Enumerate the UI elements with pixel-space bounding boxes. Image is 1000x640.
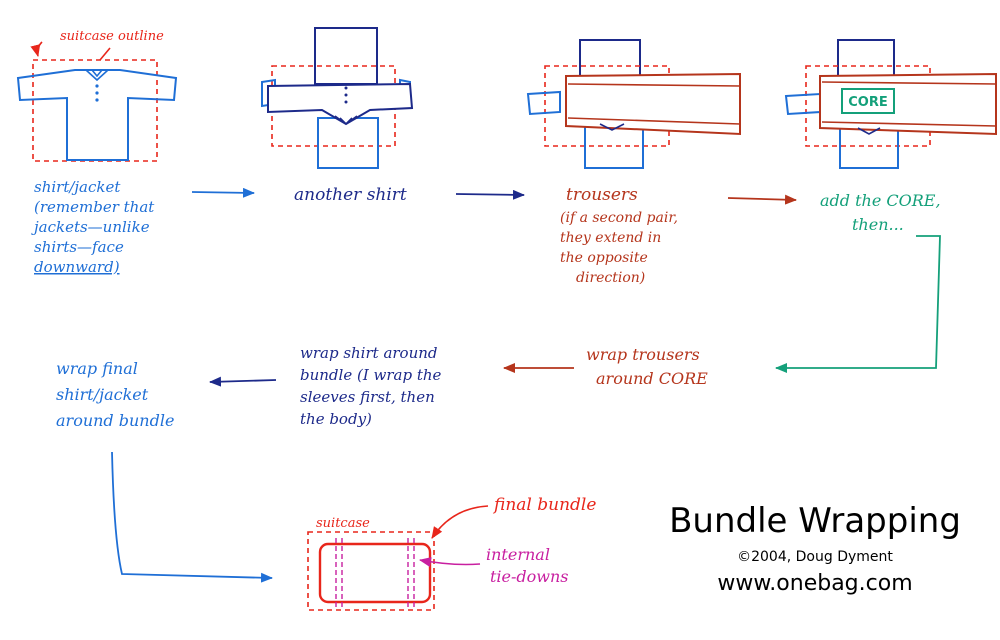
stage-4-core-illustration: CORE bbox=[784, 39, 997, 169]
copyright-text: ©2004, Doug Dyment bbox=[737, 549, 893, 565]
suitcase-label: suitcase bbox=[316, 516, 370, 531]
shirt-icon bbox=[16, 69, 178, 161]
suitcase-outline-pointer bbox=[30, 41, 43, 57]
website-link[interactable]: www.onebag.com bbox=[717, 571, 912, 596]
step-another-shirt-text: another shirt bbox=[294, 185, 407, 205]
suitcase-outline bbox=[307, 531, 435, 611]
suitcase-outline bbox=[32, 59, 158, 162]
step-add-core-text: add the CORE, then... bbox=[820, 191, 946, 234]
tie-down-right bbox=[407, 538, 415, 608]
page-title: Bundle Wrapping bbox=[669, 501, 961, 541]
shirt-icon bbox=[267, 82, 414, 126]
arrow-wrap-final-to-bundle bbox=[111, 451, 273, 583]
final-bundle-box bbox=[318, 542, 432, 604]
shirt-collar-icon bbox=[85, 69, 109, 82]
trousers-icon bbox=[565, 72, 741, 136]
core-box bbox=[841, 88, 895, 114]
stage-2-another-shirt-illustration bbox=[261, 27, 414, 169]
arrow-core-to-wrap-trousers bbox=[775, 235, 941, 373]
final-bundle-illustration: suitcase bbox=[307, 516, 435, 611]
arrow-another-to-trousers bbox=[455, 189, 525, 200]
core-box-label: CORE bbox=[848, 95, 887, 110]
arrow-trousers-to-core bbox=[727, 194, 797, 205]
tie-downs-pointer bbox=[419, 557, 481, 567]
step-trousers-text: trousers (if a second pair, they extend … bbox=[560, 185, 683, 286]
suitcase-outline-label: suitcase outline bbox=[60, 29, 164, 44]
step-shirt-jacket-text: shirt/jacket (remember that jackets—unli… bbox=[31, 178, 159, 276]
stage-3-trousers-illustration bbox=[526, 39, 741, 169]
step-wrap-trousers-text: wrap trousers around CORE bbox=[586, 345, 708, 388]
arrow-wrap-shirt-to-wrap-final bbox=[209, 376, 277, 387]
step-wrap-final-text: wrap final shirt/jacket around bundle bbox=[56, 359, 174, 430]
tie-downs-label: internal tie-downs bbox=[486, 545, 569, 586]
arrow-shirt-to-another bbox=[191, 187, 255, 198]
final-bundle-label: final bundle bbox=[492, 495, 596, 515]
step-wrap-shirt-text: wrap shirt around bundle (I wrap the sle… bbox=[300, 344, 446, 428]
final-bundle-pointer bbox=[431, 505, 489, 539]
stage-1-shirt-illustration: suitcase outline bbox=[16, 29, 178, 162]
tie-down-left bbox=[335, 538, 343, 608]
